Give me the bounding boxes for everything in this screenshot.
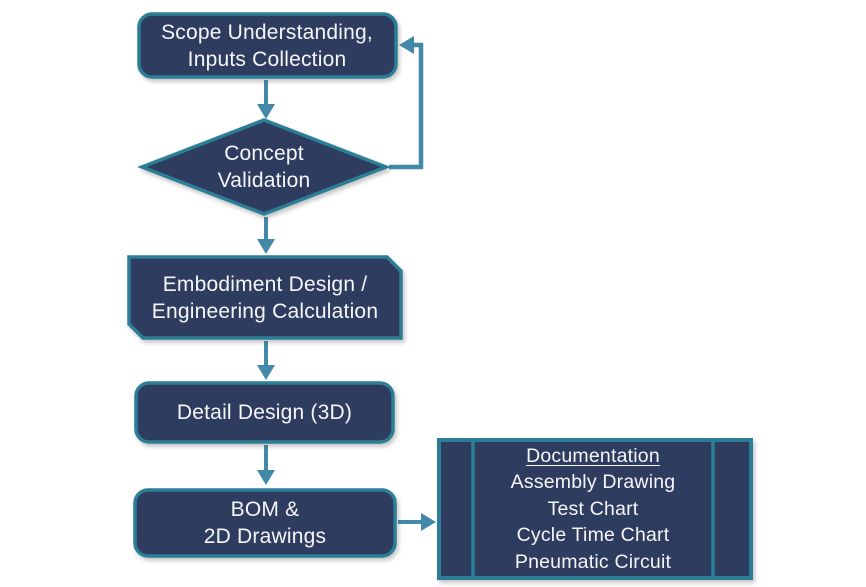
arrowhead-bom-to-documentation	[421, 513, 436, 531]
arrowhead-detail-to-bom	[257, 470, 275, 485]
arrowhead-scope-to-concept	[257, 104, 275, 119]
documentation-item: Pneumatic Circuit	[514, 550, 672, 573]
documentation-item: Test Chart	[547, 497, 639, 520]
node-shapes	[127, 12, 753, 580]
node-scope-shape	[137, 12, 398, 79]
node-documentation-shape	[437, 438, 753, 580]
documentation-item: Cycle Time Chart	[516, 524, 670, 547]
documentation-item: Assembly Drawing	[510, 471, 676, 494]
arrowhead-feedback	[399, 36, 414, 54]
arrowhead-concept-to-embodiment	[257, 239, 275, 254]
connectors	[257, 36, 436, 531]
node-embodiment-shape	[127, 255, 403, 340]
arrowhead-embodiment-to-detail	[257, 365, 275, 380]
node-documentation-label: Documentation Assembly Drawing Test Char…	[463, 441, 723, 577]
node-concept-shape	[137, 118, 391, 216]
node-bom-shape	[133, 488, 397, 558]
node-detail-shape	[134, 381, 395, 444]
documentation-heading: Documentation	[526, 444, 660, 467]
